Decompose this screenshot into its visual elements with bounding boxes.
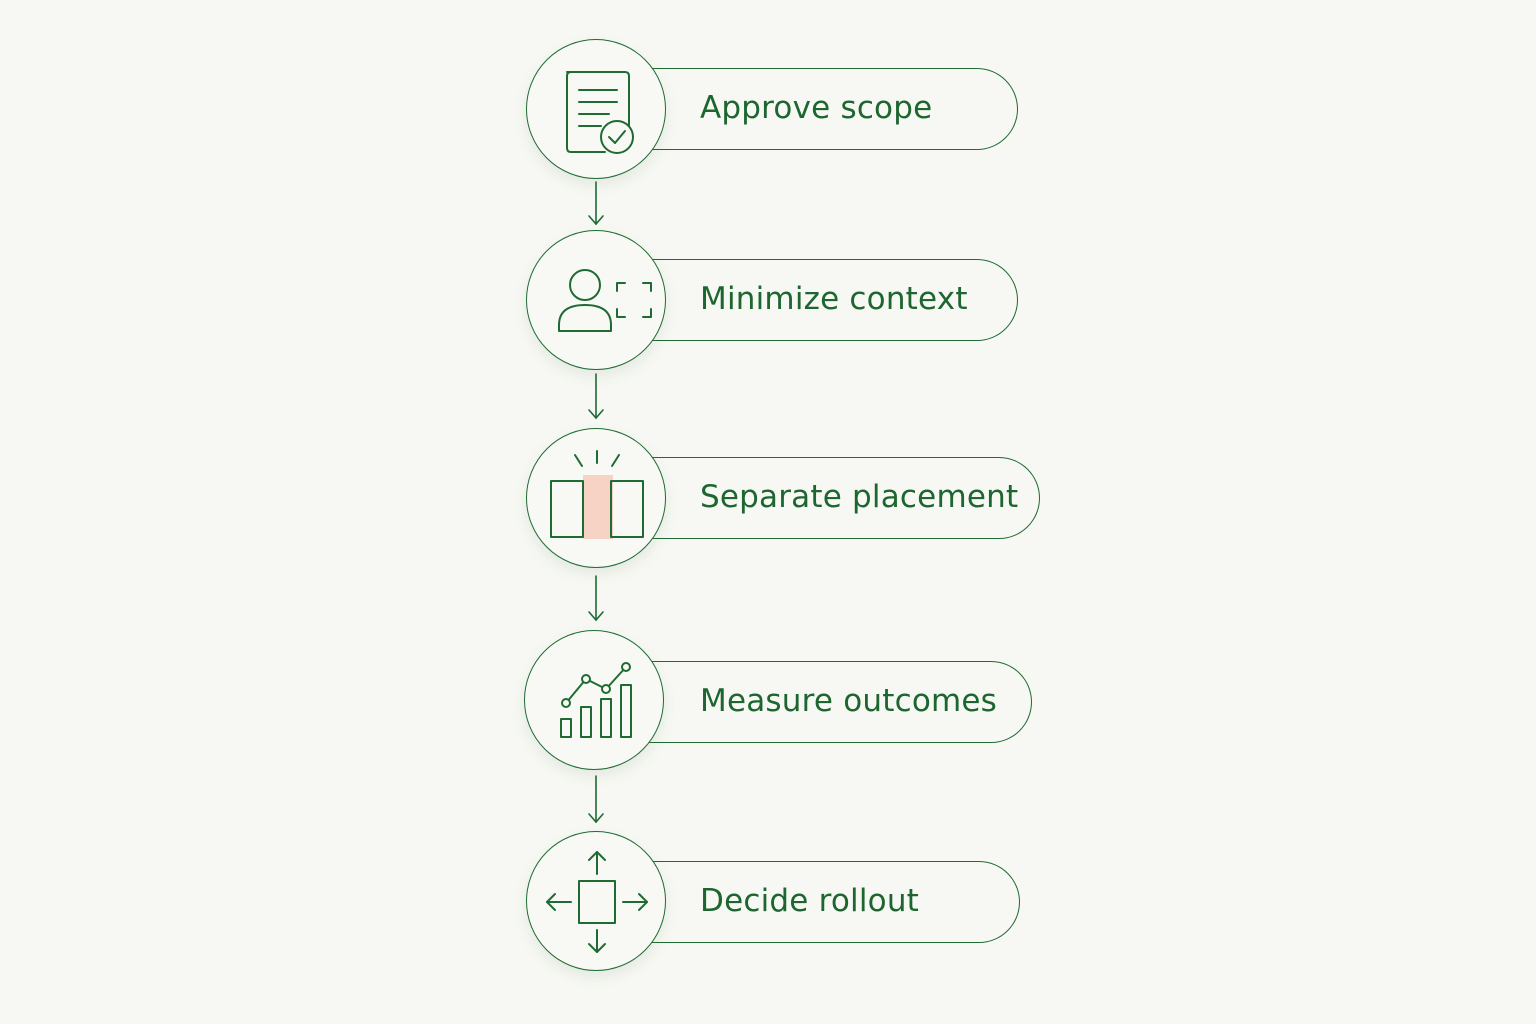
arrow-1-to-2 xyxy=(588,181,604,226)
arrow-3-to-4 xyxy=(588,575,604,622)
split-panels-icon xyxy=(550,450,644,539)
step-2-pill xyxy=(640,259,1018,341)
arrow-2-to-3 xyxy=(588,373,604,420)
highlight-gap xyxy=(583,475,613,539)
step-3-pill xyxy=(640,457,1040,539)
step-5-pill xyxy=(640,861,1020,943)
step-1-pill xyxy=(640,68,1018,150)
step-3-label: Separate placement xyxy=(700,479,1019,515)
step-3-node xyxy=(526,428,666,568)
bar-chart-trend-icon xyxy=(560,662,632,738)
step-4-pill xyxy=(640,661,1032,743)
step-4-label: Measure outcomes xyxy=(700,683,998,719)
step-2-node xyxy=(526,230,666,370)
step-4-node xyxy=(524,630,664,770)
document-check-icon xyxy=(566,71,634,154)
step-5-label: Decide rollout xyxy=(700,883,920,919)
step-1-node xyxy=(526,39,666,179)
step-5-node xyxy=(526,831,666,971)
expand-arrows-icon xyxy=(546,851,648,953)
arrow-4-to-5 xyxy=(588,775,604,824)
step-2-label: Minimize context xyxy=(700,281,968,317)
user-frame-icon xyxy=(558,269,652,332)
step-1-label: Approve scope xyxy=(700,90,933,126)
